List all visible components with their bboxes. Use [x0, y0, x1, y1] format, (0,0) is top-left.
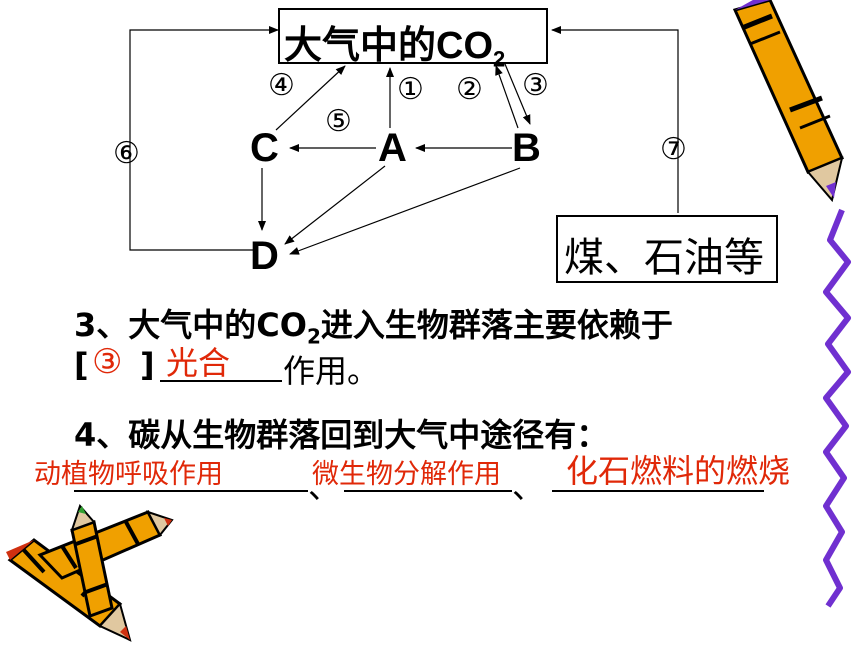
- crayons-icon: [6, 504, 174, 642]
- bracket-close: ]: [140, 346, 155, 384]
- bracket-answer: ③: [92, 342, 123, 382]
- atmosphere-co2-label: 大气中的CO2: [284, 14, 505, 73]
- question-4-text: 4、碳从生物群落回到大气中途径有：: [74, 416, 609, 454]
- label-5: ⑤: [325, 104, 352, 139]
- question-3-suffix: 作用。: [283, 352, 380, 390]
- arrow-2: [495, 65, 519, 129]
- answer-blank-4a: [74, 490, 308, 492]
- answer-blank-4b: [344, 490, 512, 492]
- answer-fossil-combustion: 化石燃料的燃烧: [566, 452, 791, 490]
- question-3-text-a: 3、大气中的CO: [74, 306, 307, 344]
- node-c: C: [250, 126, 279, 170]
- question-3-line-1: 3、大气中的CO2进入生物群落主要依赖于: [74, 300, 673, 348]
- arrow-3: [504, 63, 531, 125]
- label-2: ②: [456, 72, 483, 107]
- separator-2: 、: [512, 468, 545, 506]
- atmosphere-co2-box: 大气中的CO2: [278, 8, 548, 72]
- label-4: ④: [268, 68, 295, 103]
- fossil-fuel-label: 煤、石油等: [564, 235, 764, 281]
- label-6: ⑥: [113, 136, 140, 171]
- node-b: B: [512, 126, 541, 170]
- crayon-icon: [732, 0, 845, 203]
- question-3-subscript: 2: [306, 324, 321, 349]
- label-7: ⑦: [660, 132, 687, 167]
- answer-respiration: 动植物呼吸作用: [34, 459, 223, 490]
- label-1: ①: [397, 72, 424, 107]
- arrow-4: [275, 65, 346, 131]
- arrow-6: [129, 26, 279, 251]
- label-3: ③: [522, 68, 549, 103]
- co2-subscript: 2: [493, 46, 506, 72]
- fossil-fuel-box: 煤、石油等: [556, 215, 778, 283]
- node-d: D: [250, 234, 279, 278]
- separator-1: 、: [308, 468, 341, 506]
- squiggle-decoration: [823, 208, 851, 608]
- answer-blank-3: [160, 380, 282, 382]
- co2-text: 大气中的CO: [284, 25, 494, 67]
- question-3-text-b: 进入生物群落主要依赖于: [320, 306, 673, 344]
- arrow-7: [551, 26, 679, 213]
- arrow-a-d: [284, 165, 386, 245]
- answer-decomposition: 微生物分解作用: [312, 459, 501, 490]
- node-a: A: [378, 126, 407, 170]
- bracket-open: [: [74, 346, 89, 384]
- answer-photosynthesis: 光合: [166, 344, 231, 382]
- answer-blank-4c: [552, 490, 764, 492]
- arrow-b-d: [289, 167, 521, 255]
